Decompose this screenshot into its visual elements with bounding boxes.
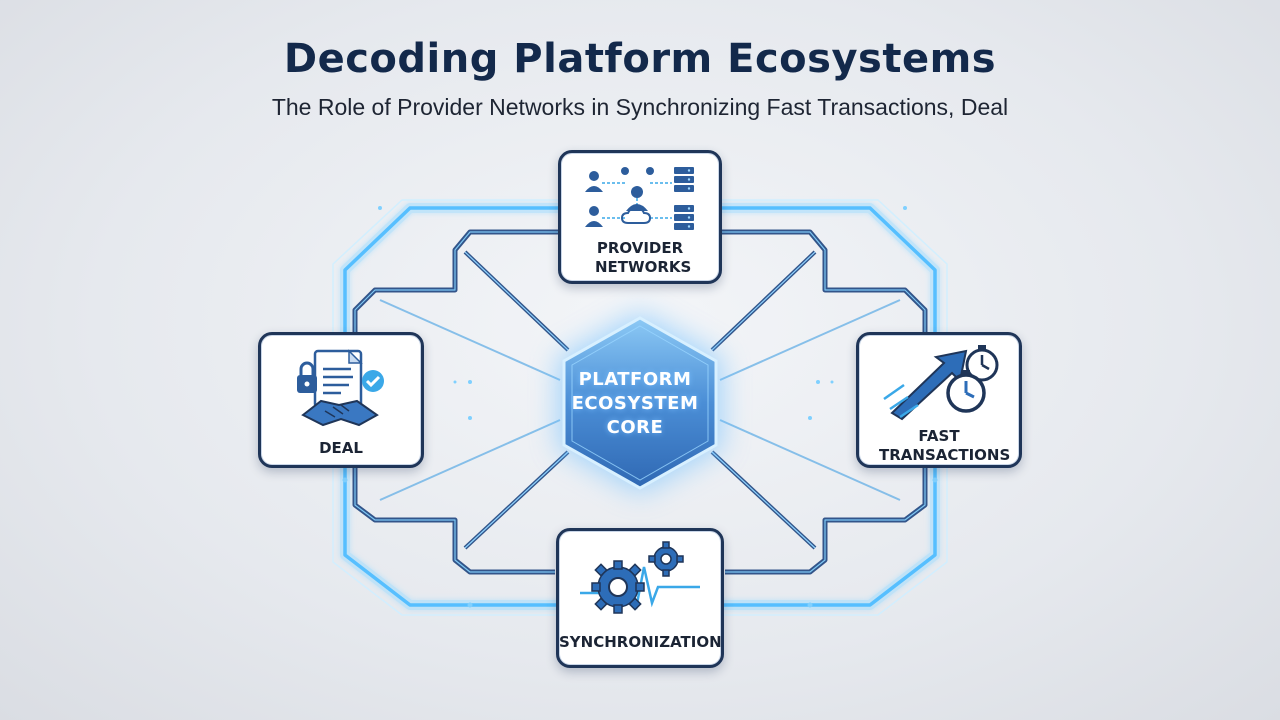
provider-networks-label: PROVIDER NETWORKS bbox=[595, 239, 692, 276]
deal-label: DEAL bbox=[319, 439, 363, 457]
page-subtitle: The Role of Provider Networks in Synchro… bbox=[271, 94, 1009, 120]
contract-handshake-icon bbox=[297, 349, 384, 427]
synchronization-label: SYNCHRONIZATION bbox=[559, 633, 722, 651]
network-users-servers-icon bbox=[585, 167, 694, 230]
arrow-stopwatch-icon bbox=[883, 345, 999, 421]
node-provider-networks: PROVIDER NETWORKS bbox=[558, 150, 722, 284]
node-deal: DEAL bbox=[258, 332, 424, 468]
core-label: PLATFORM ECOSYSTEM CORE bbox=[571, 369, 699, 438]
platform-core-hexagon bbox=[558, 312, 722, 494]
node-fast-transactions: FAST TRANSACTIONS bbox=[856, 332, 1022, 468]
fast-transactions-label: FAST TRANSACTIONS bbox=[879, 427, 1011, 464]
node-synchronization: SYNCHRONIZATION bbox=[556, 528, 724, 668]
gears-waveform-icon bbox=[580, 541, 700, 614]
page-title: Decoding Platform Ecosystems bbox=[283, 36, 997, 82]
